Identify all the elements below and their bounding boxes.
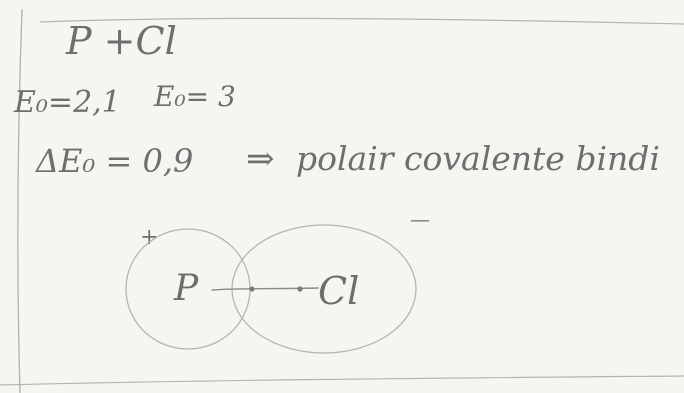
covalent-bond-line xyxy=(211,287,319,291)
atom-phosphorus: P xyxy=(173,268,199,309)
bond-type-conclusion: polair covalente bindi xyxy=(296,139,660,178)
electronegativity-difference: ΔE₀ = 0,9 xyxy=(34,142,193,180)
electronegativity-phosphorus: E₀=2,1 xyxy=(13,85,121,120)
partial-negative-sign: — xyxy=(410,207,430,231)
shared-electron-1 xyxy=(249,286,255,292)
partial-positive-sign: + xyxy=(140,225,158,250)
shared-electron-2 xyxy=(297,286,303,292)
electronegativity-chlorine: E₀= 3 xyxy=(153,80,236,113)
atom-chlorine: Cl xyxy=(318,269,359,313)
frame-top-line xyxy=(39,17,684,25)
frame-left-line xyxy=(17,9,23,393)
implies-arrow: ⇒ xyxy=(246,139,275,179)
title-formula: P +Cl xyxy=(65,19,177,63)
frame-bottom-line xyxy=(0,375,684,386)
